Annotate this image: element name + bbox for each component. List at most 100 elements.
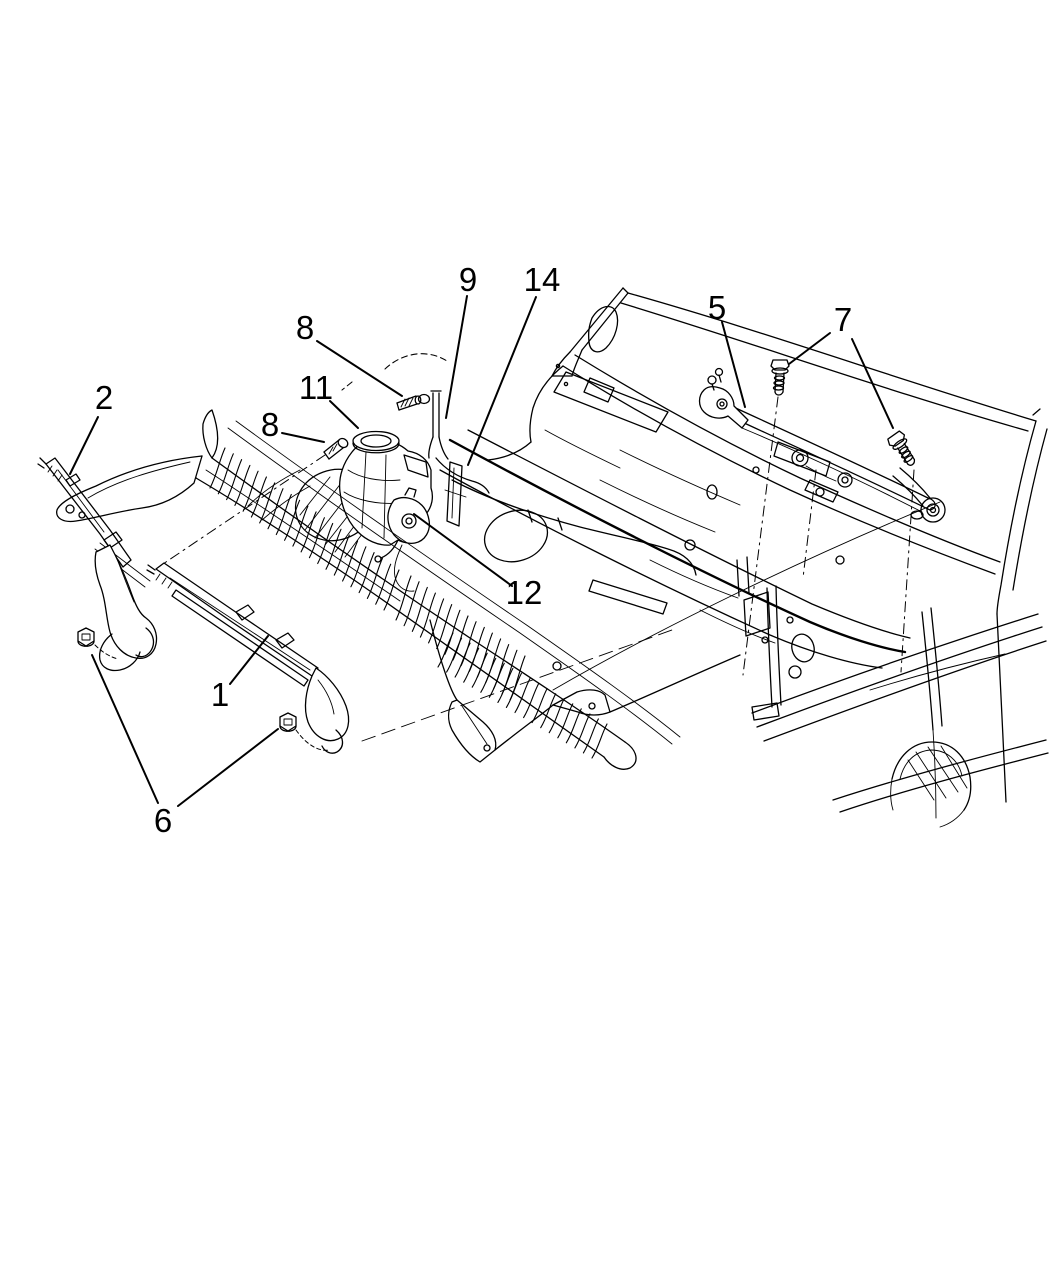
grille-vent-slot (325, 528, 342, 570)
grille-vent-slot (292, 505, 309, 547)
callout-5-leader-0 (721, 321, 746, 408)
grille-vent-slot (548, 698, 565, 734)
grille-vent-slot (428, 598, 445, 644)
grille-vent-slot (350, 546, 367, 588)
callout-8a-leader-0 (316, 340, 403, 397)
body-side (751, 607, 1049, 828)
callout-8a-label: 8 (296, 309, 314, 346)
callout-6-leader-1 (177, 728, 279, 807)
grille-vent-slot (250, 476, 267, 518)
grille-vent-slot (308, 517, 325, 559)
bolt-7-right (887, 430, 916, 466)
callout-11-leader-0 (329, 400, 359, 429)
linkage-motor-crank (804, 479, 839, 503)
screw-8-upper (396, 393, 431, 411)
grille-vent-slot (300, 511, 317, 553)
washer-pump (380, 487, 431, 592)
wiper-linkage (698, 367, 946, 523)
grille-vent-slot (383, 569, 400, 611)
wiper-arm-lower (146, 562, 350, 754)
grille-vent-slot (557, 703, 574, 739)
grille-vent-slot (217, 453, 234, 495)
wiper-arm-lower-head (304, 667, 350, 742)
hood-dashed-outline (341, 353, 448, 391)
grille-vent-slot (531, 688, 548, 724)
callout-6-label: 6 (154, 802, 172, 839)
callout-2-label: 2 (95, 379, 113, 416)
washer-hose-14 (451, 479, 697, 576)
washer-hose-9 (435, 457, 490, 494)
grille-top-horn (202, 409, 219, 459)
grille-vent-slot (209, 447, 226, 489)
callout-7-leader-1 (851, 338, 894, 429)
grille-vent-slot (452, 615, 469, 661)
grille-vent-slot (480, 657, 497, 693)
grille-vent-slot (471, 652, 488, 688)
grille-vent-slot (411, 586, 428, 632)
grille-vent-slot (403, 581, 420, 627)
grille-vent-slot (358, 552, 375, 594)
bolt-7-left (770, 359, 790, 396)
screw-8-left (323, 437, 349, 460)
callout-7-leader-0 (788, 332, 831, 365)
grille-vent-slot (259, 482, 276, 524)
callout-8b-label: 8 (261, 406, 279, 443)
grille-vent-slot (582, 718, 599, 754)
windshield-pillar (551, 287, 629, 387)
grille-vent-slot (226, 459, 243, 501)
linkage-left-crank (698, 386, 749, 429)
cowl-grille-panel (56, 409, 681, 770)
grille-vent-slot (275, 493, 292, 536)
grille-vent-slot (565, 708, 582, 744)
grille-vent-slot (574, 713, 591, 749)
callout-5-label: 5 (708, 289, 726, 326)
callout-2-leader-0 (69, 416, 99, 475)
grille-vent-slot (436, 604, 453, 650)
callout-1-label: 1 (211, 676, 229, 713)
callout-6-leader-0 (91, 654, 159, 804)
callout-12-leader-0 (413, 513, 513, 587)
grille-vent-slot (419, 592, 436, 638)
wheel-arch (891, 741, 972, 811)
grille-vent-slot (234, 464, 251, 506)
callout-14-leader-0 (467, 296, 537, 466)
washer-hoses (428, 390, 697, 576)
grille-left-bracket (56, 455, 203, 523)
grille-vent-slot (497, 667, 514, 703)
callout-1-leader-0 (229, 635, 269, 685)
reservoir-bracket (446, 461, 463, 527)
grille-vent-slot (395, 575, 412, 621)
linkage-center-bracket (773, 441, 831, 477)
grille-vent-slot (284, 499, 301, 541)
cowl-firewall-panel (247, 354, 1001, 763)
grille-vent-slot (523, 683, 540, 719)
grille-vent-slot (267, 488, 284, 530)
grille-vent-slot (463, 647, 480, 683)
callout-7-label: 7 (834, 301, 852, 338)
windshield-base-and-a-pillar (620, 292, 1048, 615)
bolt-axis-lines (159, 396, 915, 676)
callout-9-label: 9 (459, 261, 477, 298)
reservoir-spout (403, 454, 429, 478)
reservoir-cap (352, 430, 400, 452)
grille-vent-slot (375, 563, 392, 605)
callout-9-leader-0 (445, 295, 468, 419)
grille-vent-slot (591, 723, 608, 759)
callout-11-label: 11 (299, 369, 333, 406)
wiper-arm-nut-left (77, 627, 95, 647)
wiper-arm-nut-lower (279, 712, 297, 732)
wiper-arm-left (37, 457, 158, 672)
grille-vent-slot (540, 693, 557, 729)
callout-14-label: 14 (524, 261, 561, 298)
grille-vent-slot (446, 637, 463, 673)
grille-vent-slot (444, 609, 461, 655)
grille-vent-slot (366, 557, 383, 599)
callout-8b-leader-0 (281, 432, 325, 443)
grille-vent-slot (317, 522, 334, 565)
grille-vent-slot (333, 534, 350, 576)
linkage-right-pivot (920, 497, 946, 523)
grille-vent-slot (242, 470, 259, 512)
